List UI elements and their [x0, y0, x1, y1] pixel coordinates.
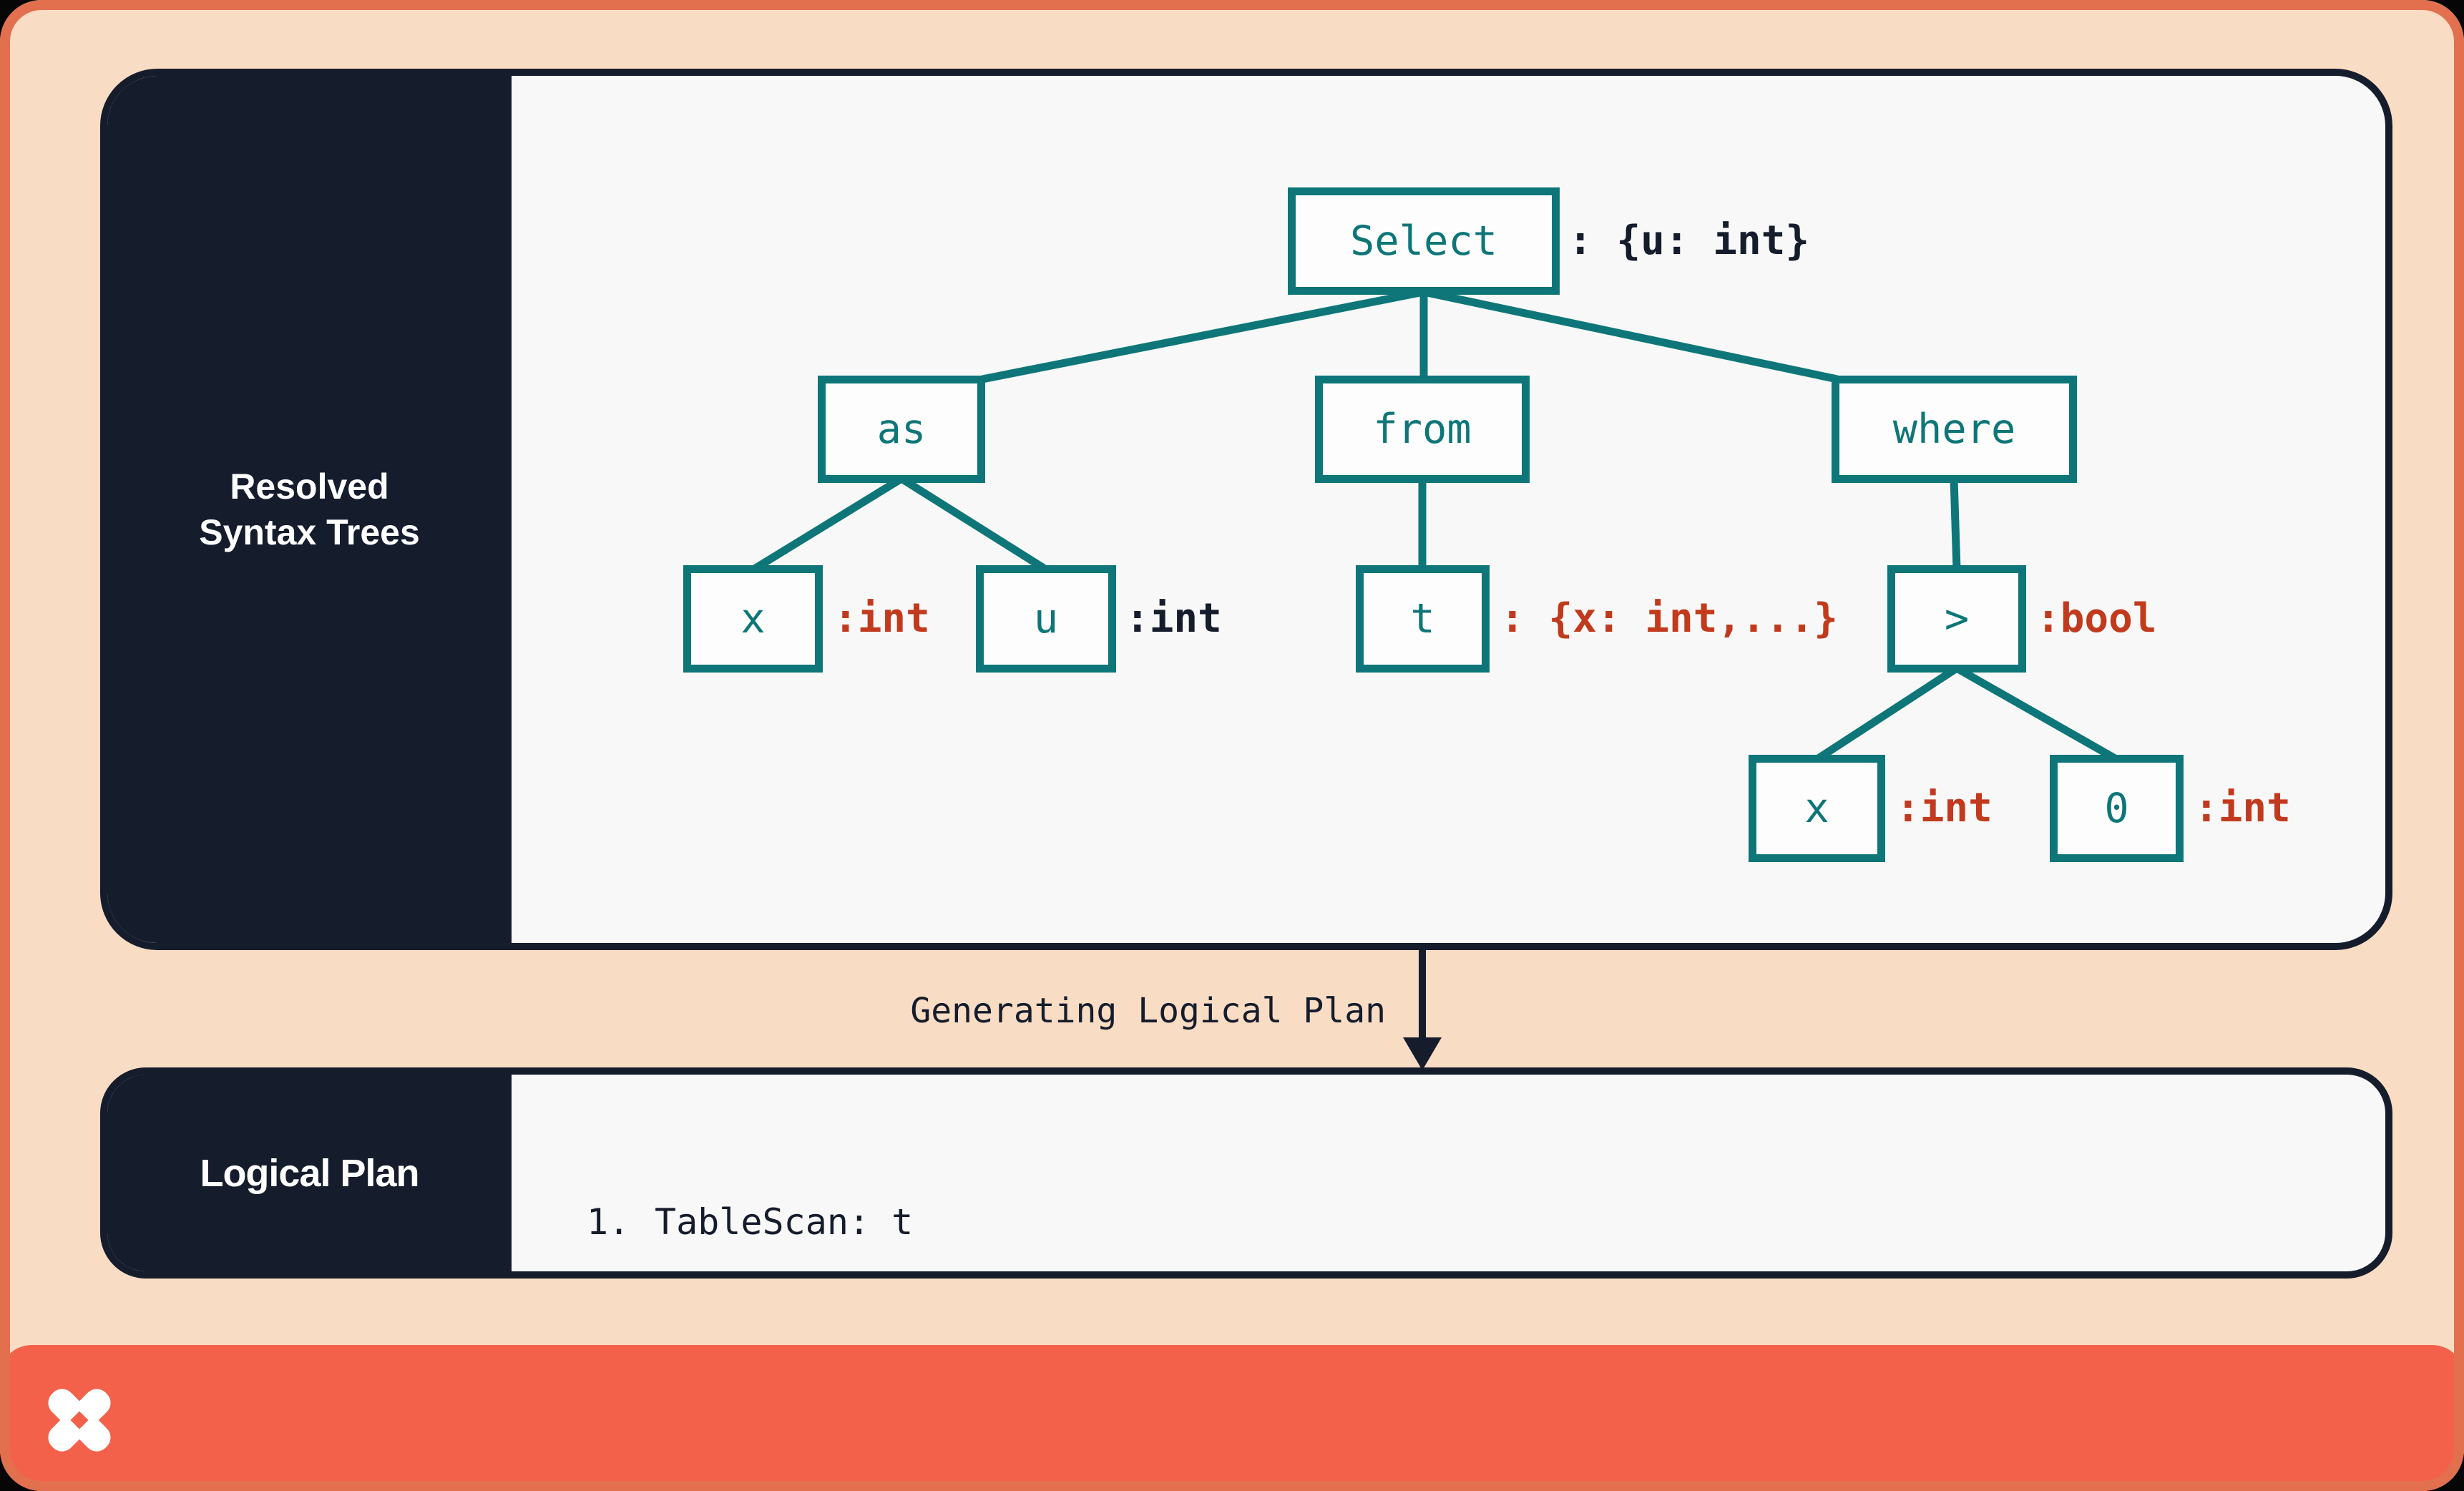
- tree-node-label: as: [876, 406, 927, 453]
- tree-node-label: Select: [1350, 217, 1497, 265]
- plan-step: 1. TableScan: t: [587, 1198, 1085, 1247]
- edge-as-x: [751, 475, 904, 573]
- type-annotation-zero: :int: [2194, 785, 2291, 831]
- transition-label: Generating Logical Plan: [910, 991, 1386, 1031]
- logical-plan-panel: Logical Plan 1.TableScan: t 2.Filter: t.…: [100, 1067, 2392, 1279]
- tree-node-label: >: [1944, 595, 1970, 642]
- tree-edges: [751, 288, 2118, 763]
- panel-title: Logical Plan: [200, 1151, 419, 1195]
- edge-where-gt: [1950, 478, 1961, 570]
- tree-node-u: u: [976, 565, 1116, 673]
- step-text: TableScan: t: [655, 1201, 914, 1243]
- tree-node-label: from: [1373, 406, 1472, 453]
- edge-select-as: [981, 288, 1425, 383]
- tree-node-from: from: [1315, 376, 1530, 483]
- resolved-syntax-trees-label-panel: Resolved Syntax Trees: [107, 76, 512, 943]
- tree-node-x-gt: x: [1749, 755, 1885, 862]
- logical-plan-label-panel: Logical Plan: [107, 1075, 512, 1271]
- tree-node-select: Select: [1288, 187, 1560, 295]
- footer-bar: Compilation Produces an Executable Plan …: [0, 1345, 2464, 1491]
- edge-as-u: [899, 475, 1048, 573]
- step-number: 1.: [587, 1201, 630, 1243]
- tree-node-label: 0: [2104, 785, 2129, 832]
- tree-node-label: where: [1892, 406, 2016, 453]
- pinwheel-star-shape: [48, 1389, 111, 1452]
- tree-node-as: as: [818, 376, 985, 483]
- tree-node-zero: 0: [2050, 755, 2184, 862]
- down-arrow-line: [1419, 950, 1426, 1039]
- tree-node-label: t: [1410, 595, 1435, 642]
- type-annotation-x-as: :int: [833, 595, 930, 642]
- type-annotation-t: : {x: int,...}: [1500, 595, 1839, 642]
- tree-node-t: t: [1356, 565, 1490, 673]
- logical-plan-steps: 1.TableScan: t 2.Filter: t.x > 0 3.Proje…: [587, 1099, 1085, 1271]
- tree-node-label: u: [1033, 595, 1059, 642]
- tree-node-greater-than: >: [1887, 565, 2026, 673]
- tree-node-where: where: [1832, 376, 2077, 483]
- edge-gt-zero: [1955, 665, 2118, 763]
- type-annotation-greater-than: :bool: [2036, 595, 2157, 642]
- panel-title: Resolved Syntax Trees: [199, 466, 420, 552]
- tree-node-label: x: [740, 595, 766, 642]
- tree-node-label: x: [1804, 785, 1829, 832]
- pinwheel-star-logo-icon: [48, 1389, 111, 1452]
- resolved-syntax-trees-panel: Resolved Syntax Trees Select as from: [100, 69, 2392, 950]
- type-annotation-select: : {u: int}: [1568, 217, 1810, 264]
- type-annotation-x-gt: :int: [1896, 785, 1993, 831]
- down-arrow-head-icon: [1403, 1037, 1442, 1070]
- type-annotation-u: :int: [1125, 595, 1222, 642]
- edge-gt-x: [1814, 665, 1960, 763]
- tree-node-x-as: x: [683, 565, 823, 673]
- tree-edge-group: [751, 288, 2118, 763]
- edge-select-where: [1422, 288, 1839, 383]
